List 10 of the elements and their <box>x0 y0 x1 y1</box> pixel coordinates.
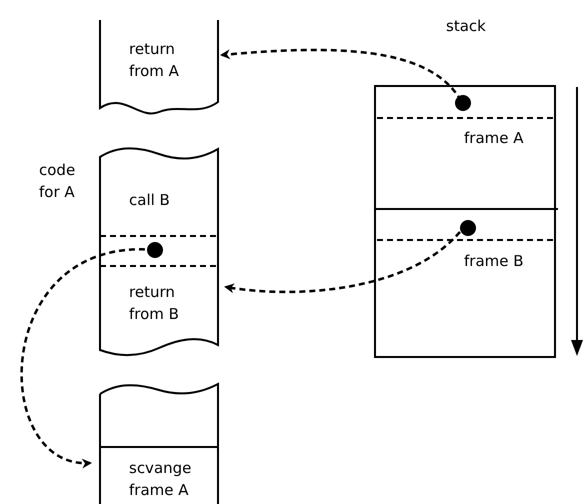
code-text: scvange frame A <box>129 458 192 501</box>
side-caption: code for A <box>39 160 76 203</box>
code-segment <box>99 20 219 117</box>
code-text: frame B <box>464 251 525 272</box>
stack-heading: stack <box>446 16 487 37</box>
code-text: frame A <box>464 128 525 149</box>
code-text: return from B <box>129 282 180 325</box>
code-segment <box>99 380 219 504</box>
code-text: call B <box>129 190 171 211</box>
code-text: return from A <box>129 39 180 82</box>
